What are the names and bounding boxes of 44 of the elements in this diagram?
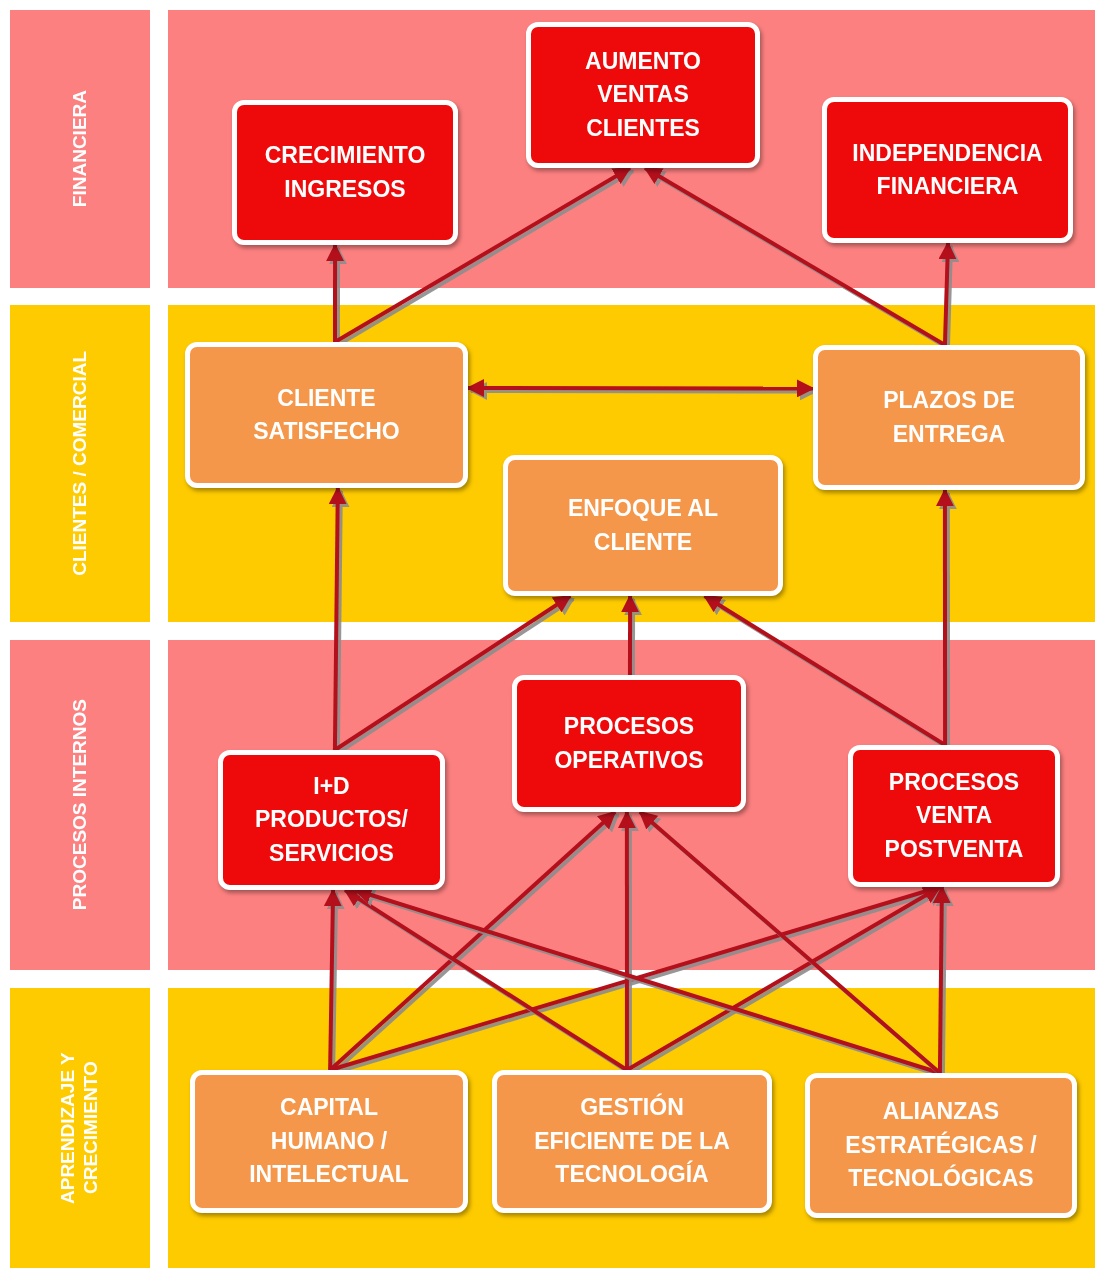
perspective-label: FINANCIERA — [68, 90, 91, 208]
objective-label: GESTIÓN EFICIENTE DE LA TECNOLOGÍA — [533, 1092, 731, 1190]
arrow — [938, 241, 957, 346]
arrow — [328, 486, 347, 751]
objective-box — [848, 745, 1060, 887]
objective-label: INDEPENDENCIA FINANCIERA — [851, 138, 1044, 201]
arrow — [323, 888, 342, 1071]
arrow — [333, 594, 572, 752]
objective-box — [822, 97, 1073, 243]
objective-box — [512, 675, 746, 812]
arrow — [643, 166, 946, 347]
objective-box — [503, 455, 783, 596]
objective-label: CRECIMIENTO INGRESOS — [263, 141, 427, 204]
perspective-label: APRENDIZAJE Y CRECIMIENTO — [57, 1051, 102, 1206]
arrow — [625, 885, 942, 1072]
perspective-band — [10, 640, 150, 970]
objective-box — [805, 1073, 1077, 1218]
objective-box — [526, 22, 760, 168]
objective-box — [492, 1070, 772, 1213]
perspective-label: CLIENTES / COMERCIAL — [68, 351, 91, 576]
arrow — [466, 379, 815, 398]
arrow — [326, 243, 345, 342]
objective-label: PLAZOS DE ENTREGA — [882, 386, 1016, 449]
objective-box — [813, 345, 1085, 490]
perspective-band — [10, 10, 150, 288]
objective-label: PROCESOS VENTA POSTVENTA — [883, 768, 1025, 864]
objective-label: CAPITAL HUMANO / INTELECTUAL — [248, 1093, 410, 1190]
perspective-label: PROCESOS INTERNOS — [68, 699, 91, 911]
arrow — [621, 594, 640, 675]
arrow — [617, 810, 636, 1070]
objective-box — [185, 342, 468, 488]
objective-label: AUMENTO VENTAS CLIENTES — [584, 47, 702, 143]
arrow — [932, 885, 951, 1074]
objective-box — [190, 1070, 468, 1213]
objective-label: CLIENTE SATISFECHO — [252, 383, 401, 446]
objective-box — [232, 100, 458, 245]
objective-box — [218, 750, 445, 890]
objective-label: I+D PRODUCTOS/ SERVICIOS — [254, 772, 409, 868]
objective-label: ALIANZAS ESTRATÉGICAS / TECNOLÓGICAS — [844, 1097, 1038, 1194]
perspective-band — [10, 988, 150, 1268]
arrow — [935, 488, 954, 745]
objective-label: ENFOQUE AL CLIENTE — [567, 494, 719, 557]
objective-label: PROCESOS OPERATIVOS — [553, 712, 705, 775]
perspective-band — [10, 305, 150, 622]
